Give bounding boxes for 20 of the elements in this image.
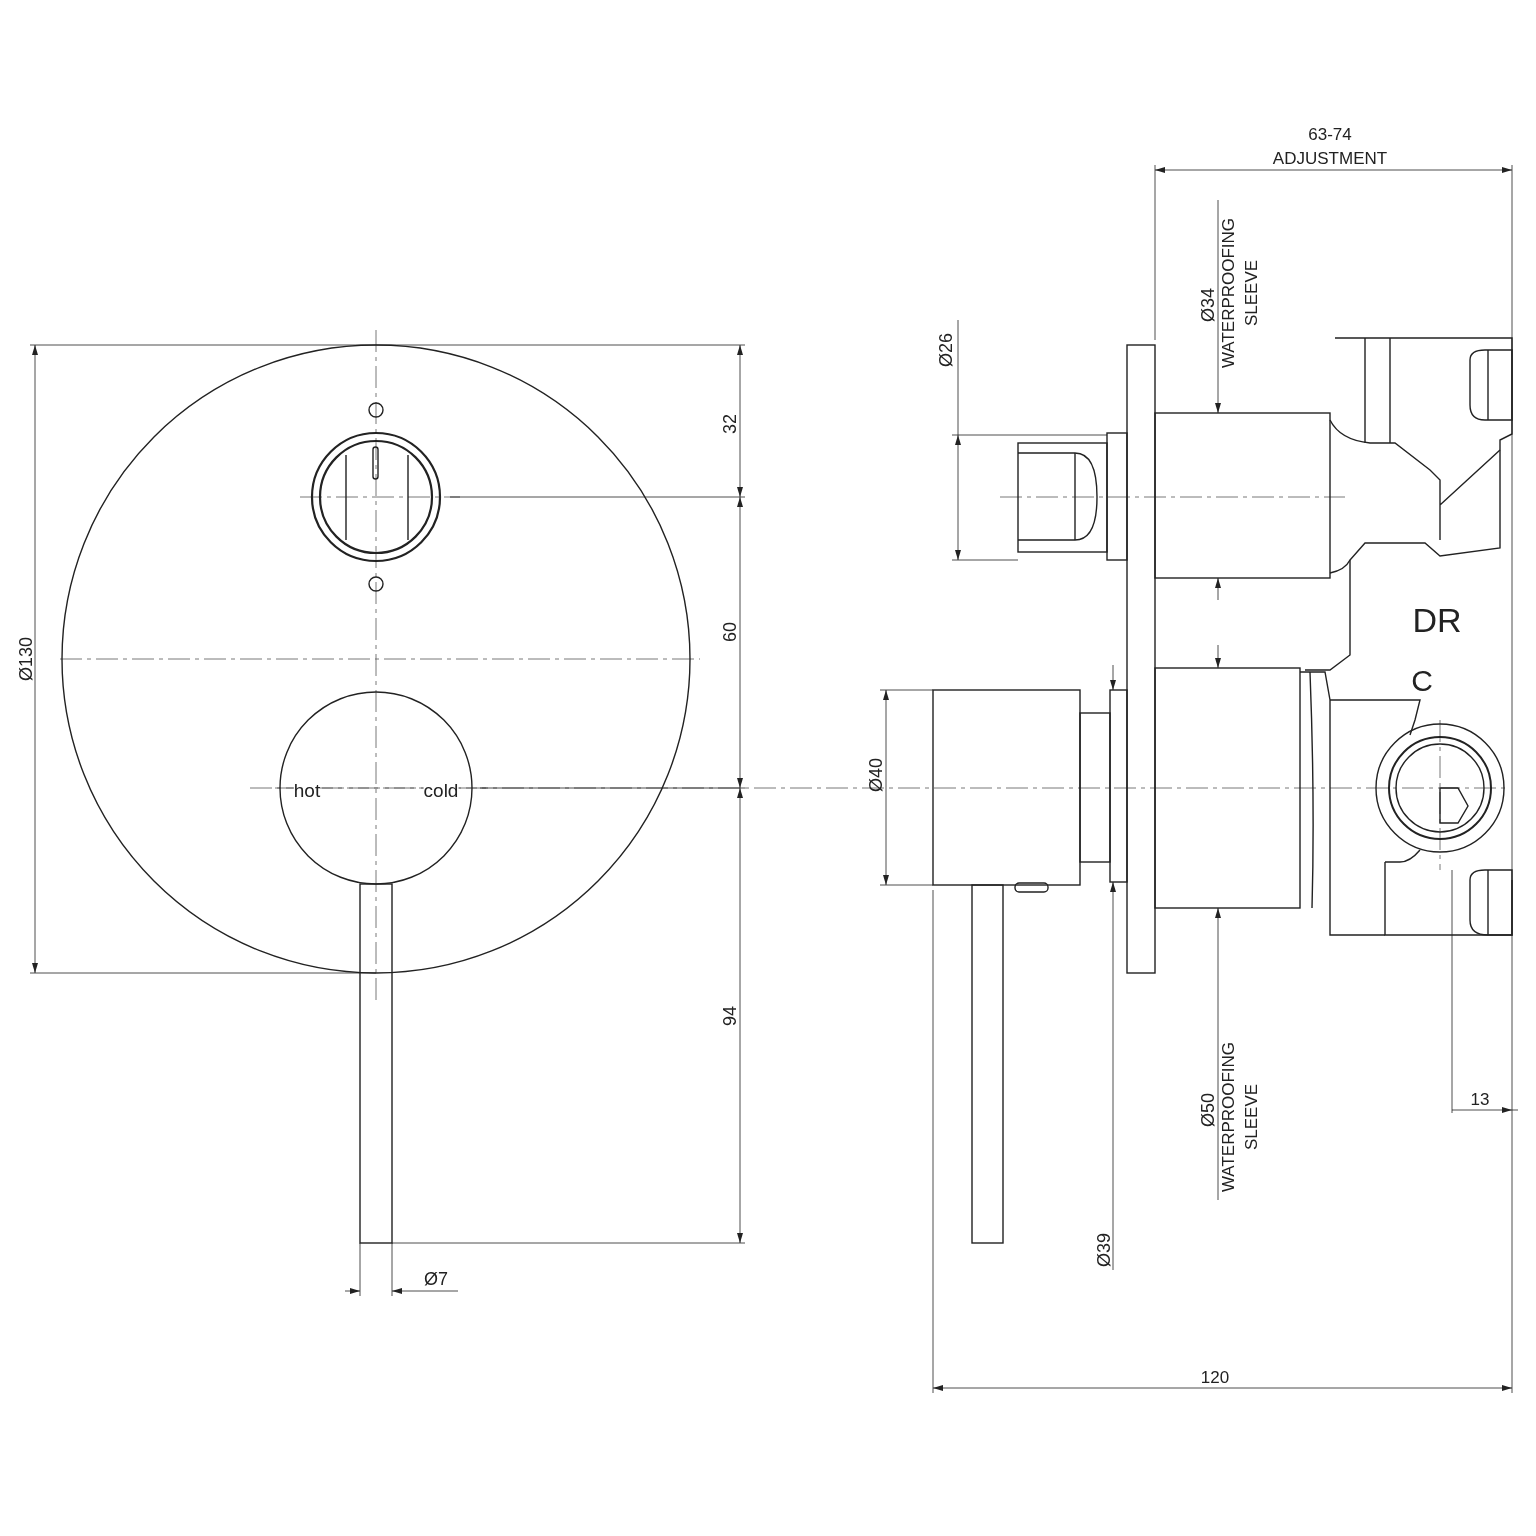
dimension-label: Ø130 <box>17 637 35 681</box>
dimension-label: ADJUSTMENT <box>1272 149 1388 167</box>
dimension-label: Ø34 <box>1199 288 1217 322</box>
dimension-label: 120 <box>1200 1368 1230 1386</box>
dimension-label: WATERPROOFING <box>1219 217 1237 369</box>
dimension-label: Ø40 <box>867 758 885 792</box>
dimension-label: 32 <box>721 414 739 434</box>
port-marking: C <box>1411 666 1433 696</box>
port-marking: DR <box>1412 603 1462 637</box>
dimension-label: 13 <box>1470 1090 1490 1108</box>
dimension-label: 63-74 <box>1308 125 1352 143</box>
dimension-label: SLEEVE <box>1242 259 1260 327</box>
dimension-label: 94 <box>721 1006 739 1026</box>
dimension-label: 60 <box>721 622 739 642</box>
dimension-label: WATERPROOFING <box>1219 1041 1237 1193</box>
dimension-label: Ø50 <box>1199 1093 1217 1127</box>
dimension-label: SLEEVE <box>1242 1083 1260 1151</box>
dimension-label: Ø39 <box>1095 1233 1113 1267</box>
dimension-label: Ø26 <box>937 333 955 367</box>
dimension-label: Ø7 <box>424 1270 448 1288</box>
